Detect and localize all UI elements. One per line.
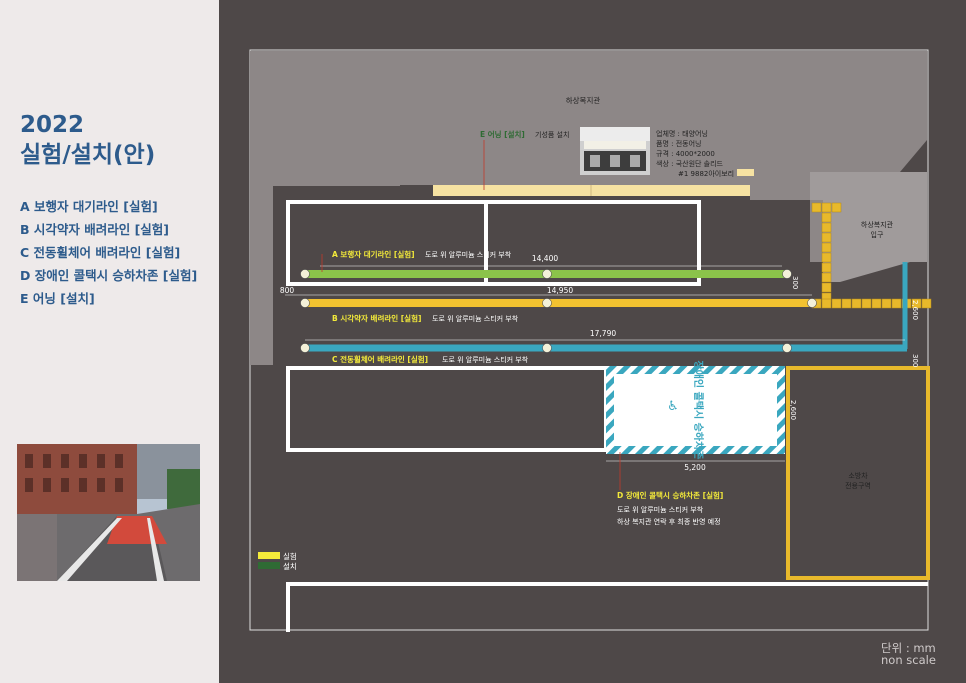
tactile-block bbox=[821, 242, 832, 253]
zone-d: ♿ 장애인 콜택시 승하차존 5,200 2,600 D 장애인 콜택시 승하차… bbox=[606, 361, 797, 526]
fire-zone-outline bbox=[786, 366, 930, 580]
line-marker bbox=[300, 343, 310, 353]
line-a-note: 도로 위 알루미늄 스티커 부착 bbox=[425, 250, 512, 259]
sidebar-item-d: D 장애인 콜택시 승하차존 [실험] bbox=[20, 268, 198, 283]
line-marker bbox=[542, 269, 552, 279]
tactile-block bbox=[831, 298, 842, 309]
tactile-block bbox=[841, 298, 852, 309]
entrance-label-2: 입구 bbox=[871, 231, 884, 239]
entrance-area bbox=[810, 172, 927, 282]
awning-photo bbox=[580, 127, 650, 175]
zone-d-sign: 장애인 콜택시 승하차존 bbox=[692, 361, 705, 460]
tactile-block bbox=[871, 298, 882, 309]
line-marker bbox=[542, 343, 552, 353]
awning-spec-1: 업체명 : 태양어닝 bbox=[656, 129, 708, 138]
awning-spec-2: 품명 : 전동어닝 bbox=[656, 139, 701, 148]
line-c-note: 도로 위 알루미늄 스티커 부착 bbox=[442, 355, 529, 364]
tactile-block bbox=[881, 298, 892, 309]
line-b-note: 도로 위 알루미늄 스티커 부착 bbox=[432, 314, 519, 323]
dim-left: 800 bbox=[280, 286, 295, 295]
tactile-block bbox=[811, 202, 822, 213]
tactile-block bbox=[821, 212, 832, 223]
line-marker bbox=[782, 269, 792, 279]
parking-outline-top bbox=[286, 200, 701, 286]
building-area bbox=[250, 51, 927, 365]
wheelchair-icon: ♿ bbox=[667, 399, 679, 414]
line-a-label: A 보행자 대기라인 [실험] bbox=[332, 249, 415, 259]
tactile-block bbox=[821, 252, 832, 263]
tactile-block bbox=[821, 222, 832, 233]
awning-spec-3: 규격 : 4000*2000 bbox=[656, 150, 715, 158]
tactile-block bbox=[821, 262, 832, 273]
sidebar-title: 실험/설치(안) bbox=[20, 142, 156, 168]
tactile-block bbox=[821, 232, 832, 243]
dim-right-b: 300 bbox=[911, 354, 919, 367]
scale-label: non scale bbox=[881, 653, 936, 667]
line-b-label: B 시각약자 배려라인 [실험] bbox=[332, 313, 421, 323]
dim-a-end: 300 bbox=[791, 276, 799, 289]
fire-zone-label-2: 전용구역 bbox=[845, 481, 871, 490]
line-c-length: 17,790 bbox=[590, 329, 616, 338]
fire-zone-label-1: 소방차 bbox=[848, 471, 868, 480]
line-marker bbox=[542, 298, 552, 308]
line-c-label: C 전동휠체어 배려라인 [실험] bbox=[332, 354, 428, 364]
legend-experiment-swatch bbox=[258, 552, 280, 559]
sidebar-item-b: B 시각약자 배려라인 [실험] bbox=[20, 222, 170, 237]
tactile-block bbox=[821, 298, 832, 309]
line-b-length: 14,950 bbox=[547, 286, 573, 295]
tactile-block bbox=[891, 298, 902, 309]
site-photo bbox=[17, 444, 200, 581]
zone-d-note-1: 도로 위 알루미늄 스티커 부착 bbox=[617, 505, 704, 514]
tactile-block bbox=[851, 298, 862, 309]
sidebar-year: 2022 bbox=[20, 112, 85, 138]
entrance-label-1: 하상복지관 bbox=[861, 220, 894, 229]
zone-d-height: 2,600 bbox=[789, 400, 797, 420]
line-marker bbox=[300, 269, 310, 279]
line-marker bbox=[782, 343, 792, 353]
tactile-block bbox=[831, 202, 842, 213]
tactile-block bbox=[821, 272, 832, 283]
line-marker bbox=[300, 298, 310, 308]
tactile-block bbox=[921, 298, 932, 309]
line-markers bbox=[300, 269, 817, 353]
sidebar-item-a: A 보행자 대기라인 [실험] bbox=[20, 199, 158, 214]
tactile-block bbox=[821, 282, 832, 293]
awning-color-swatch bbox=[737, 169, 754, 176]
zone-d-label: D 장애인 콜택시 승하차존 [실험] bbox=[617, 490, 723, 500]
building-label: 하상복지관 bbox=[566, 95, 601, 105]
zone-d-inner bbox=[614, 374, 777, 446]
awning-spec-4: 색상 : 국산원단 솔리드 bbox=[656, 159, 724, 168]
tactile-block bbox=[821, 202, 832, 213]
tactile-block bbox=[861, 298, 872, 309]
sidebar-item-c: C 전동휠체어 배려라인 [실험] bbox=[20, 245, 181, 260]
zone-d-width: 5,200 bbox=[684, 463, 706, 472]
legend-install-label: 설치 bbox=[283, 562, 297, 571]
tactile-block bbox=[911, 298, 922, 309]
sidebar-item-e: E 어닝 [설치] bbox=[20, 291, 95, 306]
line-marker bbox=[807, 298, 817, 308]
sidebar: 2022 실험/설치(안) A 보행자 대기라인 [실험] B 시각약자 배려라… bbox=[0, 0, 219, 683]
legend-install-swatch bbox=[258, 562, 280, 569]
parking-outline-bottom bbox=[286, 582, 928, 632]
dim-right-h: 2,600 bbox=[911, 300, 919, 320]
awning-bar bbox=[433, 185, 750, 196]
zone-d-note-2: 하상 복지관 연락 후 최종 반영 예정 bbox=[617, 517, 721, 526]
unit-label: 단위 : mm bbox=[881, 641, 936, 655]
awning-spec-5: #1 9882아이보리 bbox=[678, 169, 734, 178]
awning-label: E 어닝 [설치] bbox=[480, 129, 525, 139]
legend-experiment-label: 실험 bbox=[283, 551, 297, 561]
line-a-length: 14,400 bbox=[532, 254, 558, 263]
awning-note: 기성품 설치 bbox=[535, 130, 569, 139]
